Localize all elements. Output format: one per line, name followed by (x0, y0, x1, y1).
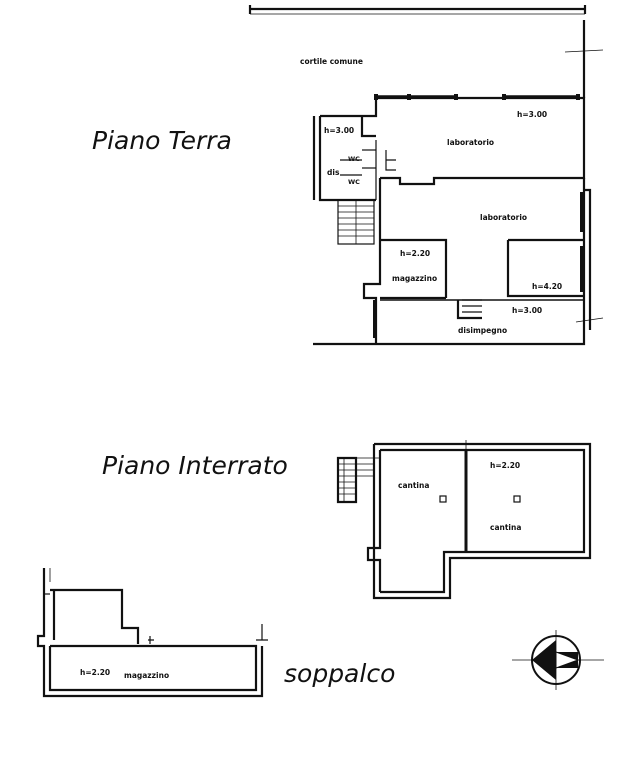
wc-upper-label: WC (348, 155, 360, 163)
mezzanine-height-label: h=2.20 (80, 668, 110, 677)
mezzanine-plan: h=2.20 magazzino (36, 568, 268, 698)
basement-height-label: h=2.20 (490, 461, 520, 470)
lab-height-label: h=3.00 (517, 110, 547, 119)
ground-floor-plan: cortile comune h=3.00 WC WC dis (248, 5, 604, 346)
disimpegno-height-label: h=3.00 (512, 306, 542, 315)
courtyard-label: cortile comune (300, 57, 363, 66)
north-arrow-icon (512, 630, 604, 690)
basement-title: Piano Interrato (102, 451, 288, 480)
dis-label: dis (327, 168, 340, 177)
mezzanine-magazzino-label: magazzino (124, 671, 169, 680)
ground-floor-title: Piano Terra (92, 126, 232, 155)
wc-lower-label: WC (348, 178, 360, 186)
lab-upper-label: laboratorio (447, 138, 494, 147)
magazzino-height-label: h=2.20 (400, 249, 430, 258)
basement-cantina-left-label: cantina (398, 481, 429, 490)
magazzino-label: magazzino (392, 274, 437, 283)
mezzanine-title: soppalco (284, 659, 395, 688)
room-420-height-label: h=4.20 (532, 282, 562, 291)
disimpegno-label: disimpegno (458, 326, 507, 335)
basement-plan: cantina h=2.20 cantina (336, 440, 592, 600)
lab-lower-label: laboratorio (480, 213, 527, 222)
wc-height-label: h=3.00 (324, 126, 354, 135)
basement-cantina-right-label: cantina (490, 523, 521, 532)
